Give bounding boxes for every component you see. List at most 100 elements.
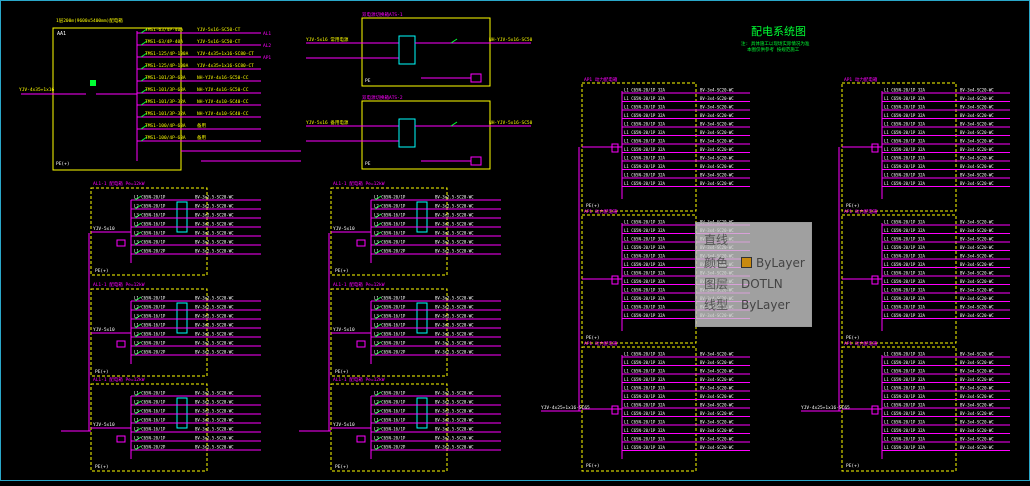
sub-panel-cable-label: BV-3x2.5-SC20-WC <box>435 391 474 396</box>
big-panel-cable-label: BV-3x4-SC20-WC <box>960 130 994 135</box>
branch-cable-label: YJV-5x16-SC50-CT <box>197 39 241 45</box>
breaker-switch <box>374 204 382 210</box>
big-panel-circuit-label: L1 C65N-20/1P 32A <box>624 113 666 118</box>
sub-panel-circuit-label: L2 C65N-16/1P <box>374 231 406 236</box>
sub-panel-cable-label: BV-3x2.5-SC20-WC <box>195 400 234 405</box>
breaker-switch <box>134 231 142 237</box>
branch-breaker-label: TMS1-100/4P-63A <box>145 135 186 141</box>
branch-breaker-label: TMS1-63/4P-40A <box>145 39 183 45</box>
sub-panel-cable-label: BV-3x2.5-SC20-WC <box>195 213 234 218</box>
breaker-switch <box>450 121 458 127</box>
big-panel-cable-label: BV-3x4-SC20-WC <box>960 313 994 318</box>
big-panel-circuit-label: L1 C65N-20/1P 32A <box>624 245 666 250</box>
branch-breaker-label: TMS1-100/4P-63A <box>145 123 186 129</box>
breaker-switch <box>134 350 142 356</box>
big-panel-circuit-label: L1 C65N-20/1P 32A <box>624 262 666 267</box>
sub-panel-footer: PE(+) <box>95 369 109 375</box>
sub-panel-incoming: YJV-5x10 <box>333 422 355 428</box>
big-panel-circuit-label: L1 C65N-20/1P 32A <box>884 386 926 391</box>
big-panel-cable-label: BV-3x4-SC20-WC <box>700 113 734 118</box>
sub-panel-circuit-label: L3 C65N-16/1P <box>374 213 406 218</box>
big-panel-circuit-label: L1 C65N-20/1P 32A <box>884 288 926 293</box>
sub-panel-rcd <box>176 201 188 233</box>
big-panel-circuit-label: L1 C65N-20/1P 32A <box>884 296 926 301</box>
sub-panel-cable-label: BV-3x2.5-SC20-WC <box>195 249 234 254</box>
branch-cable-label: 备用 <box>197 134 206 141</box>
sub-panel-cable-label: BV-3x2.5-SC20-WC <box>195 341 234 346</box>
sub-panel-cable-label: BV-3x2.5-SC20-WC <box>435 240 474 245</box>
big-panel-circuit-label: L1 C65N-20/1P 32A <box>624 181 666 186</box>
breaker-switch <box>134 240 142 246</box>
branch-cable-label: NH-YJV-4x10-SC40-CC <box>197 99 249 105</box>
big-panel-cable-label: BV-3x4-SC20-WC <box>700 420 734 425</box>
sub-panel-circuit-label: L1 C65N-16/1P <box>134 323 166 328</box>
big-panel-circuit-label: L1 C65N-20/1P 32A <box>884 394 926 399</box>
big-panel-circuit-label: L1 C65N-20/1P 32A <box>624 130 666 135</box>
big-panel-circuit-label: L1 C65N-20/1P 32A <box>884 147 926 152</box>
big-panel-circuit-label: L1 C65N-20/1P 32A <box>884 403 926 408</box>
sub-panel-circuit-label: L1 C65N-20/1P <box>134 296 166 301</box>
big-panel-cable-label: BV-3x4-SC20-WC <box>700 156 734 161</box>
big-panel-cable-label: BV-3x4-SC20-WC <box>960 245 994 250</box>
big-panel-circuit-label: L1 C65N-20/1P 32A <box>624 228 666 233</box>
meter-box <box>90 80 96 86</box>
big-panel-cable-label: BV-3x4-SC20-WC <box>960 88 994 93</box>
sub-panel-circuit-label: L1 C65N-20/2P <box>134 350 166 355</box>
riser-col4-label: YJV-4x25+1x16-SC65 <box>801 405 850 411</box>
big-panel-cable-label: BV-3x4-SC20-WC <box>700 181 734 186</box>
big-panel-header: AP1 动力配电箱 <box>844 76 878 83</box>
ats-source-label: YJV-5x16 常用电源 <box>306 36 349 43</box>
sub-panel-meter <box>116 435 126 443</box>
big-panel-circuit-label: L1 C65N-20/1P 32A <box>624 164 666 169</box>
big-panel-circuit-label: L1 C65N-20/1P 32A <box>624 288 666 293</box>
big-panel-cable-label: BV-3x4-SC20-WC <box>960 181 994 186</box>
big-panel-cable-label: BV-3x4-SC20-WC <box>960 147 994 152</box>
breaker-switch <box>134 305 142 311</box>
sub-panel-circuit-label: L2 C65N-20/1P <box>374 305 406 310</box>
sub-panel-circuit-label: L3 C65N-16/1P <box>134 409 166 414</box>
sub-panel-cable-label: BV-3x2.5-SC20-WC <box>435 204 474 209</box>
big-panel-circuit-label: L1 C65N-20/1P 32A <box>884 237 926 242</box>
big-panel-cable-label: BV-3x4-SC20-WC <box>960 445 994 450</box>
sub-panel-circuit-label: L2 C65N-20/1P <box>134 204 166 209</box>
sub-panel-circuit-label: L1 C65N-20/2P <box>134 249 166 254</box>
sub-panel-cable-label: BV-3x2.5-SC20-WC <box>435 427 474 432</box>
breaker-switch <box>374 296 382 302</box>
branch-cable-label: YJV-5x16-SC50-CT <box>197 27 241 33</box>
big-panel-cable-label: BV-3x4-SC20-WC <box>700 360 734 365</box>
big-panel-cable-label: BV-3x4-SC20-WC <box>960 220 994 225</box>
ats-output-label: NH-YJV-5x16-SC50 <box>489 120 533 126</box>
branch-cable-label: 备用 <box>197 122 206 129</box>
big-panel-cable-label: BV-3x4-SC20-WC <box>700 96 734 101</box>
big-panel-cable-label: BV-3x4-SC20-WC <box>700 403 734 408</box>
breaker-switch <box>134 222 142 228</box>
ats-output-label: NH-YJV-5x16-SC50 <box>489 37 533 43</box>
big-panel-cable-label: BV-3x4-SC20-WC <box>960 377 994 382</box>
big-panel-circuit-label: L1 C65N-20/1P 32A <box>884 130 926 135</box>
sub-panel-cable-label: BV-3x2.5-SC20-WC <box>435 249 474 254</box>
sub-panel-circuit-label: L3 C65N-20/1P <box>134 240 166 245</box>
sub-panel-rcd <box>416 397 428 429</box>
big-panel-cable-label: BV-3x4-SC20-WC <box>960 386 994 391</box>
sub-panel-cable-label: BV-3x2.5-SC20-WC <box>435 341 474 346</box>
breaker-switch <box>374 418 382 424</box>
sub-panel-cable-label: BV-3x2.5-SC20-WC <box>195 240 234 245</box>
big-panel-footer: PE(+) <box>846 335 860 341</box>
sub-panel-meter <box>356 239 366 247</box>
breaker-switch <box>134 314 142 320</box>
big-panel-circuit-label: L1 C65N-20/1P 32A <box>624 105 666 110</box>
big-panel-header: AP1 动力配电箱 <box>844 208 878 215</box>
big-panel-circuit-label: L1 C65N-20/1P 32A <box>884 122 926 127</box>
sub-panel-circuit-label: L2 C65N-20/1P <box>374 400 406 405</box>
panel-aa1-label: AA1 <box>57 31 66 37</box>
big-panel-circuit-label: L1 C65N-20/1P 32A <box>884 173 926 178</box>
big-panel-cable-label: BV-3x4-SC20-WC <box>700 164 734 169</box>
breaker-switch <box>134 391 142 397</box>
big-panel-circuit-label: L1 C65N-20/1P 32A <box>624 305 666 310</box>
big-panel-circuit-label: L1 C65N-20/1P 32A <box>884 437 926 442</box>
sub-panel-rcd <box>416 302 428 334</box>
big-panel-cable-label: BV-3x4-SC20-WC <box>960 96 994 101</box>
sub-panel-meter <box>116 340 126 348</box>
